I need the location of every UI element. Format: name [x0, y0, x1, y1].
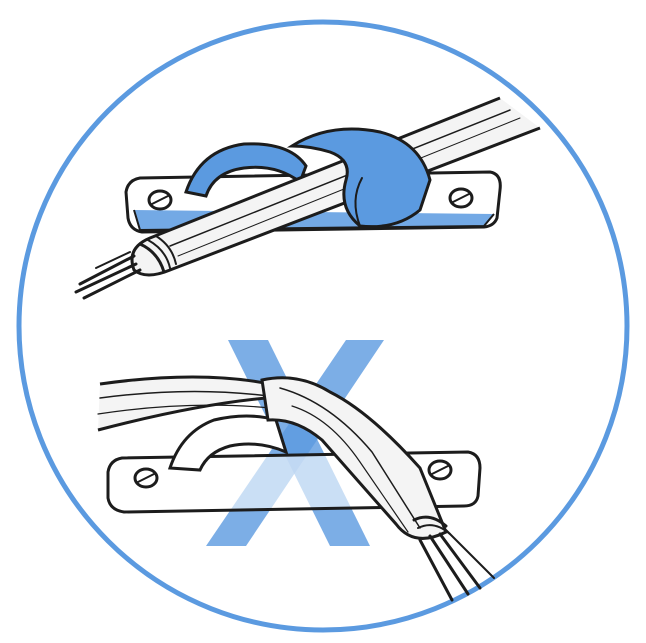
screw-hole-left-top: [149, 191, 171, 209]
screw-hole-right-top: [450, 189, 472, 207]
screw-hole-left-bottom: [135, 469, 157, 487]
screw-hole-right-bottom: [429, 461, 451, 479]
circle-frame: [19, 22, 627, 630]
